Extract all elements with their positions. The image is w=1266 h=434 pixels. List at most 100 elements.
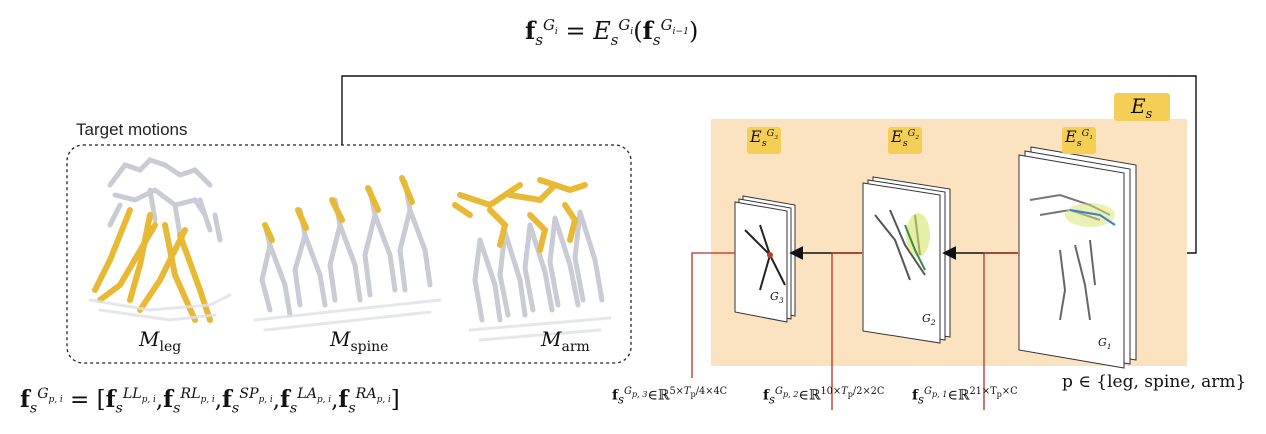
dim-g2-f: f — [763, 387, 770, 404]
eq-top-arg: f — [642, 16, 653, 45]
eq-term-sp-sup-sub: p, i — [258, 395, 273, 406]
badge-g2-sup: G2 — [908, 128, 919, 141]
dim-g1-shape-text: 21×T — [969, 386, 997, 397]
eq-term-rl-sup-text: RL — [180, 386, 201, 403]
dim-g3-sup: Gp, 3 — [624, 386, 648, 399]
eq-bottom-lhs-sup: Gp, i — [37, 386, 63, 406]
encoder-label: Es — [1131, 94, 1152, 122]
dim-g2-frac-num: T — [841, 386, 848, 397]
target-motions-box — [66, 144, 632, 364]
eq-term-la-sup-text: LA — [297, 386, 318, 403]
eq-top-equals: = — [565, 17, 586, 45]
dim-g3-sub: s — [618, 392, 625, 407]
eq-term-la-sup-sub: p, i — [317, 395, 332, 406]
dim-g3-rest: ×4C — [705, 386, 728, 397]
eq-term-sp-sup-text: SP — [239, 386, 259, 403]
badge-g3-base: E — [750, 127, 762, 146]
eq-term-ll-sup: LLp, i — [123, 386, 156, 406]
eq-bottom-close: ] — [390, 387, 400, 413]
p-set-label: p ∈ {leg, spine, arm} — [1062, 372, 1247, 392]
dim-g1-shape: 21×Tp×C — [969, 386, 1017, 399]
eq-top-arg-sup: Gi−1 — [660, 16, 689, 37]
motion-label-spine-sub: spine — [350, 339, 389, 355]
motion-label-arm: Marm — [541, 327, 590, 355]
eq-term-rl-sup: RLp, i — [180, 386, 215, 406]
eq-bottom-lhs: f — [20, 386, 30, 413]
group-label-g1-base: G — [1098, 336, 1107, 349]
motion-label-leg-sub: leg — [159, 339, 182, 355]
dim-g2-sup-g: G — [775, 386, 783, 397]
badge-g3-sub: s — [761, 138, 767, 150]
dim-g1-in: ∈ℝ — [947, 387, 970, 404]
motion-leg-skeletons — [88, 157, 232, 323]
badge-g2-sup-sub: 2 — [915, 134, 919, 141]
badge-g3-sup-sub: 3 — [774, 134, 778, 141]
eq-top-arg-sup-g: G — [660, 16, 673, 34]
eq-term-sp: f — [222, 386, 232, 413]
dim-g2-sup-sub: p, 2 — [782, 388, 799, 399]
eq-term-sp-sup: SPp, i — [239, 386, 273, 406]
dim-g3-sup-sub: p, 3 — [631, 388, 648, 399]
eq-term-rl-sub: s — [173, 400, 181, 417]
dim-g2-rest: ×2C — [862, 386, 885, 397]
eq-term-ra-sub: s — [348, 400, 356, 417]
eq-bottom-lhs-sub: s — [29, 400, 38, 417]
eq-term-sp-sub: s — [231, 400, 240, 417]
badge-g3-sup: G3 — [767, 128, 778, 141]
encoder-label-sub: s — [1145, 107, 1153, 122]
group-label-g3: G3 — [770, 290, 784, 305]
group-label-g3-base: G — [770, 290, 779, 303]
motion-label-leg: Mleg — [139, 327, 181, 355]
eq-top-func-sup-g: G — [618, 16, 631, 34]
dim-g2-frac-den: 2 — [856, 386, 863, 397]
dim-g3-sup-g: G — [624, 386, 632, 397]
feature-plane-g2 — [862, 176, 951, 344]
group-label-g2-sub: 2 — [930, 318, 936, 328]
eq-top-func-sup-sub: i — [630, 25, 634, 37]
dim-g2-sup: Gp, 2 — [775, 386, 799, 399]
group-label-g2-base: G — [922, 312, 931, 325]
eq-top-lhs: f — [525, 16, 536, 45]
eq-term-ra-sup-sub: p, i — [376, 395, 391, 406]
badge-g2-base: E — [891, 127, 903, 146]
eq-term-ll-sub: s — [115, 400, 123, 417]
dim-label-g1: fsGp, 1∈ℝ21×Tp×C — [912, 386, 1018, 406]
eq-top-lhs-sub: s — [535, 30, 543, 49]
dim-label-g2: fsGp, 2∈ℝ10×Tp/2×2C — [763, 386, 884, 406]
stage-badge-g3: EsG3 — [747, 127, 781, 154]
eq-top-lhs-sup: Gi — [543, 16, 558, 37]
eq-bottom-lhs-sup-sub: p, i — [48, 395, 63, 406]
group-label-g3-sub: 3 — [778, 296, 784, 306]
feature-plane-g1 — [1018, 146, 1137, 369]
dimension-leaders — [691, 252, 1018, 410]
motion-label-leg-base: M — [139, 327, 160, 351]
dim-g3-frac-den: 4 — [699, 386, 706, 397]
eq-term-rl-sup-sub: p, i — [200, 395, 215, 406]
encoder-badge-bg — [1114, 93, 1170, 121]
motion-label-arm-sub: arm — [561, 339, 590, 355]
motion-arm-skeletons — [452, 177, 612, 342]
motion-label-spine-base: M — [330, 327, 351, 351]
motion-label-spine: Mspine — [330, 327, 388, 355]
stage-badge-g2: EsG2 — [888, 127, 922, 154]
dim-g2-frac-num-sub: p — [847, 388, 853, 399]
eq-term-ll-sup-sub: p, i — [141, 395, 156, 406]
group-label-g1-sub: 1 — [1106, 342, 1112, 352]
dim-g1-sup-g: G — [924, 386, 932, 397]
eq-top-arg-sub: s — [652, 30, 661, 49]
dim-g1-f: f — [912, 387, 919, 404]
dim-g2-shape: 10×Tp/2×2C — [820, 386, 885, 399]
dim-g3-shape: 5×Tp/4×4C — [669, 386, 728, 399]
group-label-g1: G1 — [1098, 336, 1112, 351]
bottom-equation: fsGp, i = [fsLLp, i,fsRLp, i,fsSPp, i,fs… — [20, 386, 400, 417]
eq-term-ra-sup: RAp, i — [356, 386, 391, 406]
dim-g3-frac-num: T — [683, 386, 691, 397]
eq-term-la-sub: s — [289, 400, 298, 417]
badge-g1-base: E — [1065, 127, 1077, 146]
dim-g1-shape-sub: p — [996, 388, 1002, 399]
eq-term-ll: f — [105, 386, 116, 413]
eq-top-func-sup: Gi — [618, 16, 634, 37]
eq-term-la: f — [280, 386, 290, 413]
group-label-g2: G2 — [922, 312, 936, 327]
